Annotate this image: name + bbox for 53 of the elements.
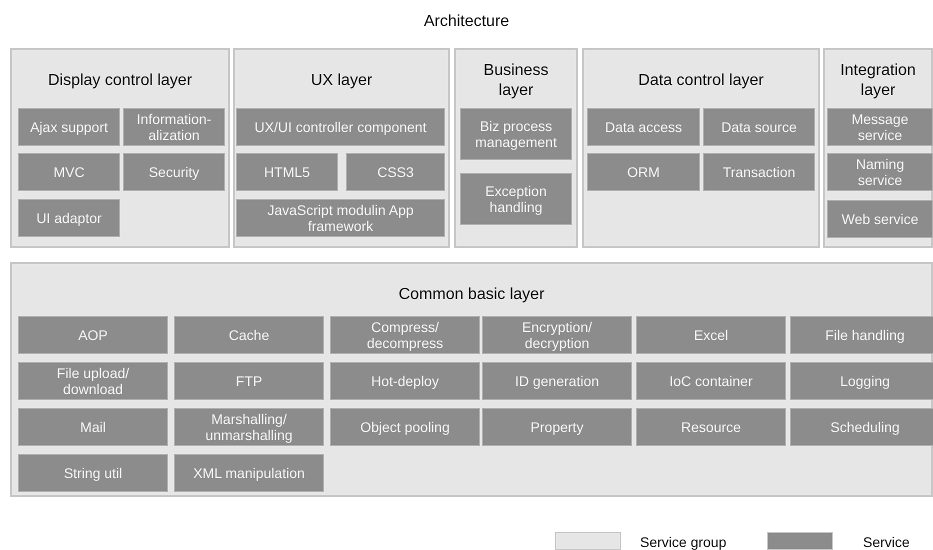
service-box: FTP <box>174 362 324 400</box>
legend-label: Service group <box>640 533 726 550</box>
service-box: MVC <box>18 153 120 191</box>
layer-panel <box>582 48 820 248</box>
service-box: Resource <box>636 408 786 446</box>
service-box: Data access <box>587 108 700 146</box>
service-box: Property <box>482 408 632 446</box>
service-box: Hot-deploy <box>330 362 480 400</box>
legend-label: Service <box>863 533 910 550</box>
service-box: Object pooling <box>330 408 480 446</box>
service-box: UX/UI controller component <box>236 108 445 146</box>
service-box: Cache <box>174 316 324 354</box>
service-box: JavaScript modulin App framework <box>236 199 445 237</box>
service-box: Exception handling <box>460 173 572 225</box>
layer-panel <box>233 48 450 248</box>
service-box: IoC container <box>636 362 786 400</box>
service-box: Information-alization <box>123 108 225 146</box>
service-box: ID generation <box>482 362 632 400</box>
layer-heading: Business layer <box>482 61 550 101</box>
service-box: Ajax support <box>18 108 120 146</box>
layer-panel <box>823 48 933 248</box>
layer-panel <box>10 262 933 497</box>
service-box: Scheduling <box>790 408 933 446</box>
service-box: AOP <box>18 316 168 354</box>
service-box: ORM <box>587 153 700 191</box>
service-box: UI adaptor <box>18 199 120 237</box>
diagram-title: Architecture <box>422 12 510 32</box>
layer-heading: Common basic layer <box>398 285 546 305</box>
service-box: Logging <box>790 362 933 400</box>
service-box: Transaction <box>703 153 815 191</box>
layer-heading: Data control layer <box>637 71 765 91</box>
layer-panel <box>10 48 230 248</box>
service-box: Compress/ decompress <box>330 316 480 354</box>
layer-heading: Integration layer <box>839 61 917 101</box>
service-box: Naming service <box>827 153 933 191</box>
service-box: CSS3 <box>346 153 445 191</box>
service-box: File handling <box>790 316 933 354</box>
service-box: String util <box>18 454 168 492</box>
service-box: Excel <box>636 316 786 354</box>
service-box: Message service <box>827 108 933 146</box>
service-box: Encryption/ decryption <box>482 316 632 354</box>
layer-heading: UX layer <box>310 71 374 91</box>
layer-panel <box>454 48 578 248</box>
layer-heading: Display control layer <box>46 71 194 91</box>
service-box: Security <box>123 153 225 191</box>
service-box: Data source <box>703 108 815 146</box>
service-box: Biz process management <box>460 108 572 160</box>
service-box: Mail <box>18 408 168 446</box>
service-box: XML manipulation <box>174 454 324 492</box>
service-box: File upload/ download <box>18 362 168 400</box>
service-box: HTML5 <box>236 153 338 191</box>
service-box: Web service <box>827 200 933 238</box>
service-box: Marshalling/ unmarshalling <box>174 408 324 446</box>
